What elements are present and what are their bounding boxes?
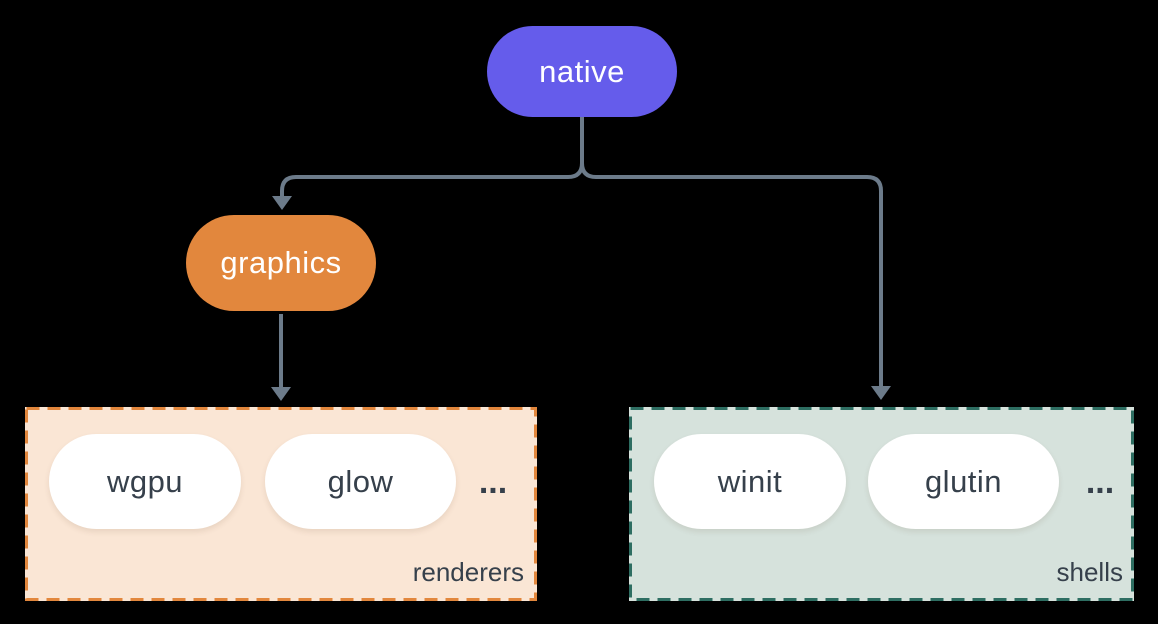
edge-native-shells: [580, 117, 883, 388]
node-glutin: glutin: [868, 434, 1059, 529]
arrowhead-renderers-icon: [271, 387, 291, 401]
group-label-renderers: renderers: [412, 557, 524, 587]
edge-native-graphics: [280, 117, 584, 197]
group-label-shells: shells: [1056, 557, 1123, 587]
arrowhead-shells-icon: [871, 386, 891, 400]
node-winit: winit: [654, 434, 846, 529]
arrowhead-graphics-icon: [272, 196, 292, 210]
ellipsis-renderers: ...: [478, 463, 508, 501]
node-graphics: graphics: [186, 215, 376, 311]
node-wgpu: wgpu: [49, 434, 241, 529]
node-native: native: [487, 26, 677, 117]
ellipsis-shells: ...: [1085, 463, 1115, 501]
node-glow: glow: [265, 434, 456, 529]
